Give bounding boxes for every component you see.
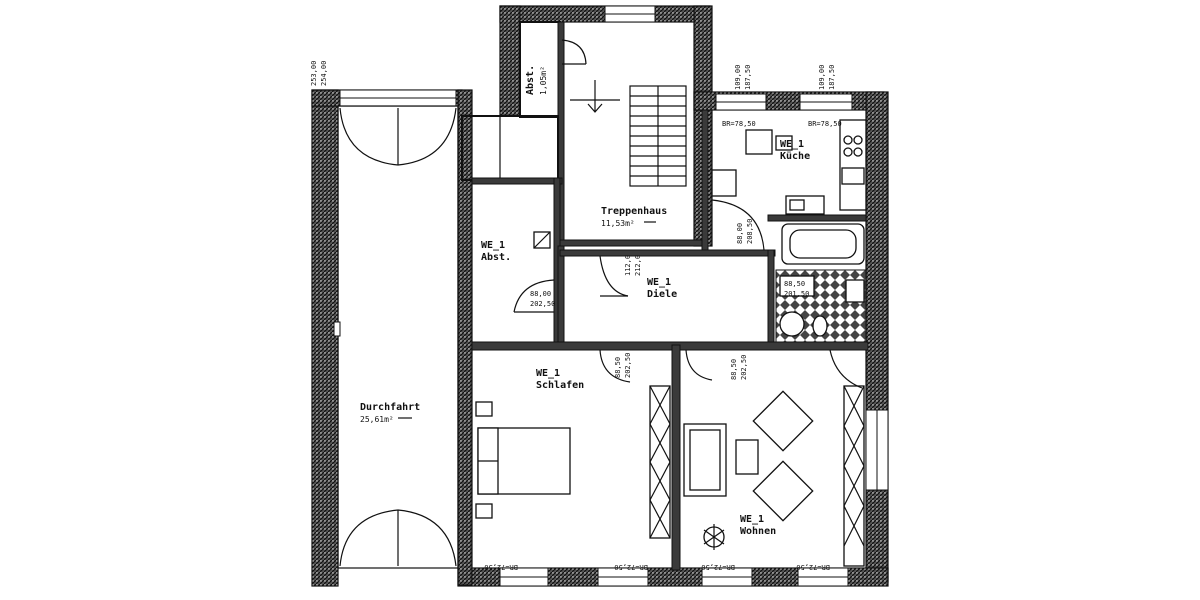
schlafen-sill-right: BR=72,50 <box>614 563 648 571</box>
kueche-sill-right: BR=78,50 <box>808 120 842 128</box>
schlafen-door-w: 88,50 <box>614 357 622 378</box>
staircase <box>561 39 687 187</box>
treppenhaus-area: 11,53m² <box>601 219 635 228</box>
treppenhaus-name: Treppenhaus <box>601 206 667 217</box>
wohnen-sill-left: BR=72,50 <box>701 563 735 571</box>
kueche-window1-dim-1: 109,00 <box>734 65 742 90</box>
schlafen-furniture <box>475 349 671 539</box>
schlafen-door-h: 202,50 <box>624 353 632 378</box>
schlafen-name: Schlafen <box>536 380 584 391</box>
schlafen-unit: WE_1 <box>536 368 560 379</box>
bad-door-w: 88,50 <box>784 280 805 288</box>
durchfahrt-room <box>333 105 459 569</box>
durchfahrt-name: Durchfahrt <box>360 402 420 413</box>
abst-small-area: 1,05m² <box>539 66 548 95</box>
wohnen-unit: WE_1 <box>740 514 764 525</box>
kueche-unit: WE_1 <box>780 139 804 150</box>
durchfahrt-window-dim-2: 254,00 <box>320 61 328 86</box>
abst-small-name: Abst. <box>525 65 536 95</box>
wohnen-name: Wohnen <box>740 526 776 537</box>
interior-walls <box>461 21 869 571</box>
diele-name: Diele <box>647 288 677 300</box>
kueche-door-h: 208,50 <box>746 219 754 244</box>
windows <box>339 5 889 587</box>
durchfahrt-area: 25,61m² <box>360 415 394 424</box>
kitchen-fixtures <box>711 119 867 251</box>
diele-unit: WE_1 <box>647 277 671 288</box>
kueche-door-w: 88,00 <box>736 223 744 244</box>
kueche-window2-dim-2: 187,50 <box>828 65 836 90</box>
kueche-name: Küche <box>780 151 810 162</box>
wohnen-sill-right: BR=72,50 <box>796 563 830 571</box>
abst-door-h: 202,50 <box>530 300 555 308</box>
bad-door-h: 201,50 <box>784 290 809 298</box>
diele-door-w: 112,0 <box>624 255 632 276</box>
abst-door-w: 88,00 <box>530 290 551 298</box>
wohnen-door-w: 88,50 <box>730 359 738 380</box>
kueche-window1-dim-2: 187,50 <box>744 65 752 90</box>
kueche-window2-dim-1: 109,00 <box>818 65 826 90</box>
wohnen-door-h: 202,50 <box>740 355 748 380</box>
diele-door-h: 212,0 <box>634 255 642 276</box>
diele-door <box>599 255 629 297</box>
bathroom <box>775 223 867 343</box>
durchfahrt-window-dim-1: 253,00 <box>310 61 318 86</box>
abst-door <box>513 231 555 313</box>
kueche-sill-left: BR=78,50 <box>722 120 756 128</box>
schlafen-sill-left: BR=72,50 <box>484 563 518 571</box>
abst-unit: WE_1 <box>481 240 505 251</box>
wohnen-furniture <box>683 349 865 567</box>
abst-name: Abst. <box>481 252 511 263</box>
